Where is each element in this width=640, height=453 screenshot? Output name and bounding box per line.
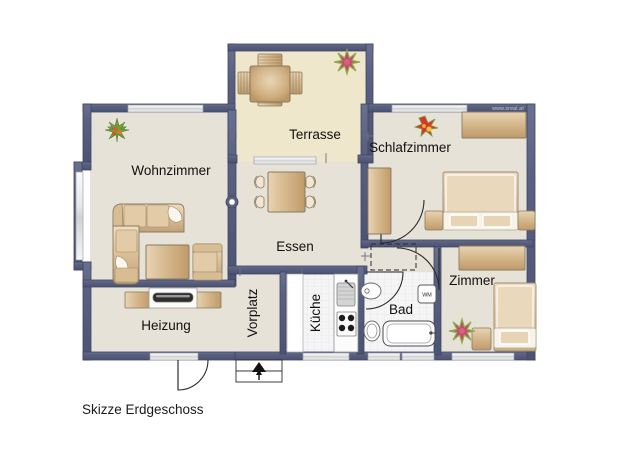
terrace-chair xyxy=(289,71,303,95)
window-wohnzimmer-north xyxy=(127,104,204,113)
dashed-recess-area xyxy=(370,243,417,271)
window-schlafzimmer-north xyxy=(391,104,468,113)
nightstand xyxy=(471,327,492,351)
window-heizung-south xyxy=(149,352,199,361)
washbasin xyxy=(360,282,382,300)
bathtub xyxy=(382,320,437,347)
potted-plant-icon xyxy=(104,117,130,143)
living-room-furniture xyxy=(112,203,223,309)
wall-terr-stub-l xyxy=(227,154,238,164)
door-hinge-pin xyxy=(228,198,236,206)
watermark-label: www.sreal.at xyxy=(492,106,524,112)
nightstand xyxy=(424,210,444,231)
wall-west-upper xyxy=(82,103,92,163)
wall-east xyxy=(526,103,536,361)
corner-sofa xyxy=(112,203,185,285)
potted-plant-icon xyxy=(333,47,361,77)
dining-chair xyxy=(254,195,265,209)
wall-essen-south xyxy=(227,265,368,275)
wall-vorplatz-right xyxy=(279,271,287,355)
wall-schlaf-left xyxy=(360,103,369,249)
toilet xyxy=(363,320,381,342)
room-label-heizung: Heizung xyxy=(141,318,191,333)
dining-chair xyxy=(305,195,316,209)
dining-chair xyxy=(305,175,316,189)
door-terrace-essen xyxy=(253,156,317,165)
wall-wohn-heizung xyxy=(82,279,236,288)
wardrobe xyxy=(461,111,527,139)
room-label-schlafzimmer: Schlafzimmer xyxy=(369,140,451,155)
bedroom-furniture xyxy=(367,111,536,235)
wall-terrace-top xyxy=(227,43,374,52)
door-swing-schlafzimmer xyxy=(380,199,425,244)
washing-machine: WM xyxy=(417,284,437,304)
door-swing-bad xyxy=(365,271,404,310)
pillow xyxy=(449,214,479,228)
room-labels: Terrasse Wohnzimmer Schlafzimmer Essen H… xyxy=(131,127,495,337)
pillow xyxy=(482,214,512,228)
wall-west-lower xyxy=(82,261,92,361)
room-floor-vorplatz xyxy=(234,272,286,353)
room-label-vorplatz: Vorplatz xyxy=(245,288,260,337)
windows xyxy=(75,104,515,361)
kitchen-fixtures xyxy=(286,273,359,353)
kitchen-stove xyxy=(336,311,357,337)
potted-plants xyxy=(104,47,476,346)
entrance-direction-arrow xyxy=(252,362,266,372)
coffee-table xyxy=(145,244,190,280)
room-label-terrasse: Terrasse xyxy=(289,127,341,142)
terrace-chair xyxy=(237,71,251,95)
potted-plant-icon xyxy=(413,115,439,138)
window-bad-south-a xyxy=(367,352,401,361)
wardrobe xyxy=(367,167,392,235)
wall-schlaf-south xyxy=(360,239,534,248)
window-bad-south-b xyxy=(401,352,435,361)
dining-set xyxy=(254,171,316,213)
faucet-icon xyxy=(346,281,354,289)
room-label-zimmer: Zimmer xyxy=(449,273,495,288)
pillow xyxy=(499,330,530,345)
entrance-steps xyxy=(235,359,283,383)
window-zimmer-south xyxy=(451,352,515,361)
wall-terr-stub-r xyxy=(357,154,374,164)
room-label-bad: Bad xyxy=(389,302,413,317)
wall-tick-marks xyxy=(227,132,373,276)
bathroom-fixtures: WM xyxy=(360,282,437,347)
room-label-wohnzimmer: Wohnzimmer xyxy=(131,163,211,178)
door-swing-heizung xyxy=(177,359,209,391)
plan-caption: Skizze Erdgeschoss xyxy=(82,402,204,417)
room-label-kueche: Küche xyxy=(308,294,323,332)
dining-chair xyxy=(254,175,265,189)
window-wohnzimmer-west xyxy=(75,171,84,261)
window-kueche-south xyxy=(302,352,350,361)
tv-screen xyxy=(152,292,194,303)
terrace-dining-set xyxy=(237,53,303,107)
dining-table xyxy=(267,171,306,213)
tv-sideboard xyxy=(124,287,222,309)
nightstand xyxy=(517,210,536,231)
single-bed xyxy=(493,282,537,352)
double-bed xyxy=(424,171,536,231)
potted-plant-icon xyxy=(448,316,476,346)
terrace-chair xyxy=(257,53,283,67)
kitchen-sink xyxy=(336,279,356,307)
armchair xyxy=(192,243,223,281)
zimmer-furniture xyxy=(458,245,537,352)
room-label-essen: Essen xyxy=(276,239,314,254)
wardrobe xyxy=(458,245,526,271)
terrace-dining-table xyxy=(249,65,291,103)
washing-machine-label: WM xyxy=(422,293,432,299)
